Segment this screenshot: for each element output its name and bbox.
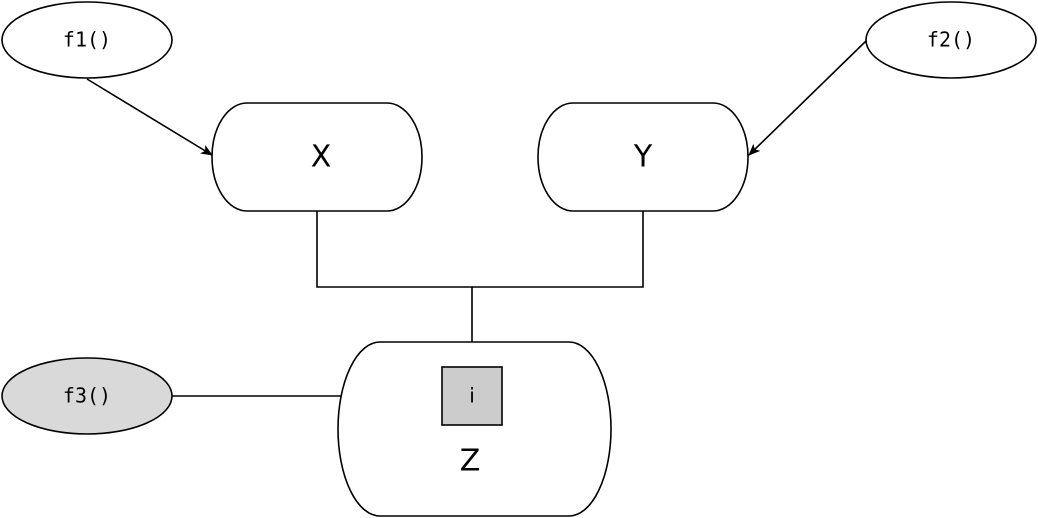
edge-y-to-i [472, 211, 644, 288]
function-node-f2-label: f2() [927, 28, 975, 52]
element-i[interactable]: i [441, 366, 503, 426]
function-node-f2[interactable]: f2() [865, 1, 1037, 79]
function-node-f3-shape [1, 357, 173, 435]
container-y-label: Y [633, 140, 653, 175]
element-i-shape [441, 366, 503, 426]
container-z-label: Z [460, 444, 481, 479]
function-node-f1[interactable]: f1() [1, 1, 173, 79]
container-y-shape [537, 102, 749, 212]
container-x-label: X [311, 140, 332, 175]
element-i-label: i [469, 384, 475, 408]
function-node-f3-label: f3() [63, 384, 111, 408]
container-z[interactable]: Z [337, 341, 612, 517]
edge-f1-to-x [86, 78, 213, 156]
edge-x-to-i [316, 211, 477, 366]
function-node-f1-shape [1, 1, 173, 79]
container-y[interactable]: Y [537, 102, 749, 212]
function-node-f3[interactable]: f3() [1, 357, 173, 435]
edge-f2-to-y [748, 40, 867, 156]
container-x-shape [211, 102, 423, 212]
function-node-f1-label: f1() [63, 28, 111, 52]
function-node-f2-shape [865, 1, 1037, 79]
container-z-shape [337, 341, 612, 517]
container-x[interactable]: X [211, 102, 423, 212]
